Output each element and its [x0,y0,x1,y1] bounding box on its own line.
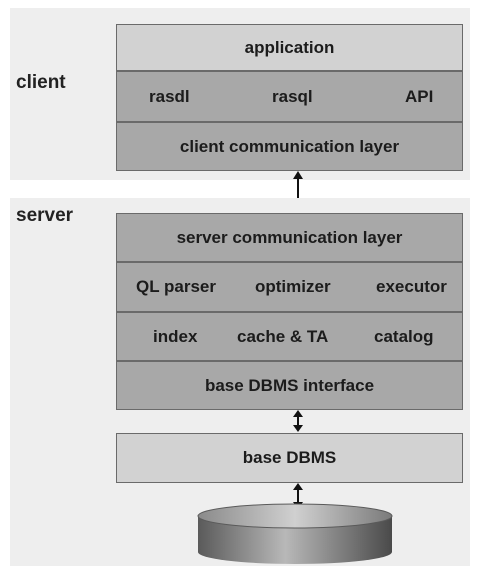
base-dbms-interface-label: base DBMS interface [204,375,375,395]
catalog-label: catalog [374,326,434,346]
application-box: application [116,24,463,71]
executor-label: executor [376,277,447,296]
base-dbms-interface-box: base DBMS interface [116,361,463,410]
base-dbms-label: base DBMS [242,448,337,467]
storage-management-row: index cache & TA catalog [116,312,463,361]
api-label: API [405,86,434,106]
client-communication-layer-label: client communication layer [179,136,400,156]
application-label: application [244,37,335,57]
base-dbms-box: base DBMS [116,433,463,483]
database-cylinder-icon [197,503,393,564]
rasql-label: rasql [272,86,313,106]
client-tools-row: rasdl rasql API [116,71,463,122]
client-communication-layer-box: client communication layer [116,122,463,171]
query-processing-row: QL parser optimizer executor [116,262,463,312]
server-label: server [16,205,74,226]
rasdl-label: rasdl [149,86,190,106]
server-communication-layer-label: server communication layer [176,227,403,247]
double-arrow-icon [293,410,303,432]
client-label: client [16,72,66,93]
optimizer-label: optimizer [255,277,331,296]
index-label: index [153,326,198,346]
ql-parser-label: QL parser [136,277,217,296]
cache-ta-label: cache & TA [237,326,329,346]
server-communication-layer-box: server communication layer [116,213,463,262]
